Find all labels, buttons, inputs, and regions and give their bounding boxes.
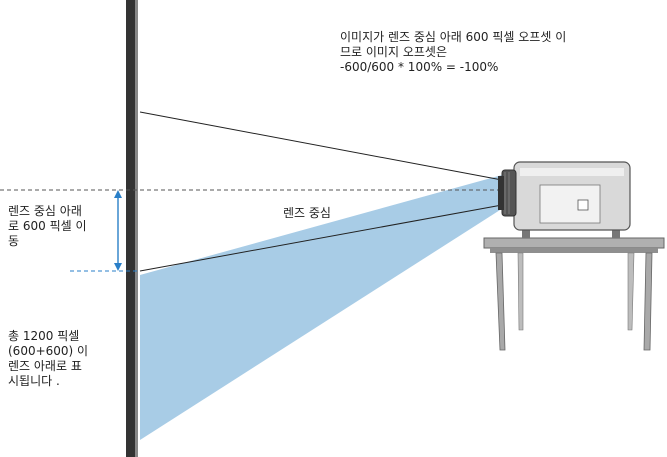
projector [498, 161, 631, 238]
shift-arrow-head-down [114, 263, 122, 271]
upper-ray [139, 111, 503, 181]
shift-arrow-head-up [114, 190, 122, 198]
shift-label: 렌즈 중심 아래 로 600 픽셀 이 동 [8, 204, 87, 248]
lens-ray [139, 204, 503, 272]
table [483, 237, 665, 351]
offset-note: 이미지가 렌즈 중심 아래 600 픽셀 오프셋 이 므로 이미지 오프셋은 -… [340, 30, 567, 74]
projection-screen [126, 0, 135, 457]
projection-beam [140, 175, 502, 440]
lens-center-label: 렌즈 중심 [283, 206, 331, 220]
total-pixels-label: 총 1200 픽셀 (600+600) 이 렌즈 아래로 표 시됩니다 . [8, 329, 89, 388]
screen-edge [135, 0, 138, 457]
